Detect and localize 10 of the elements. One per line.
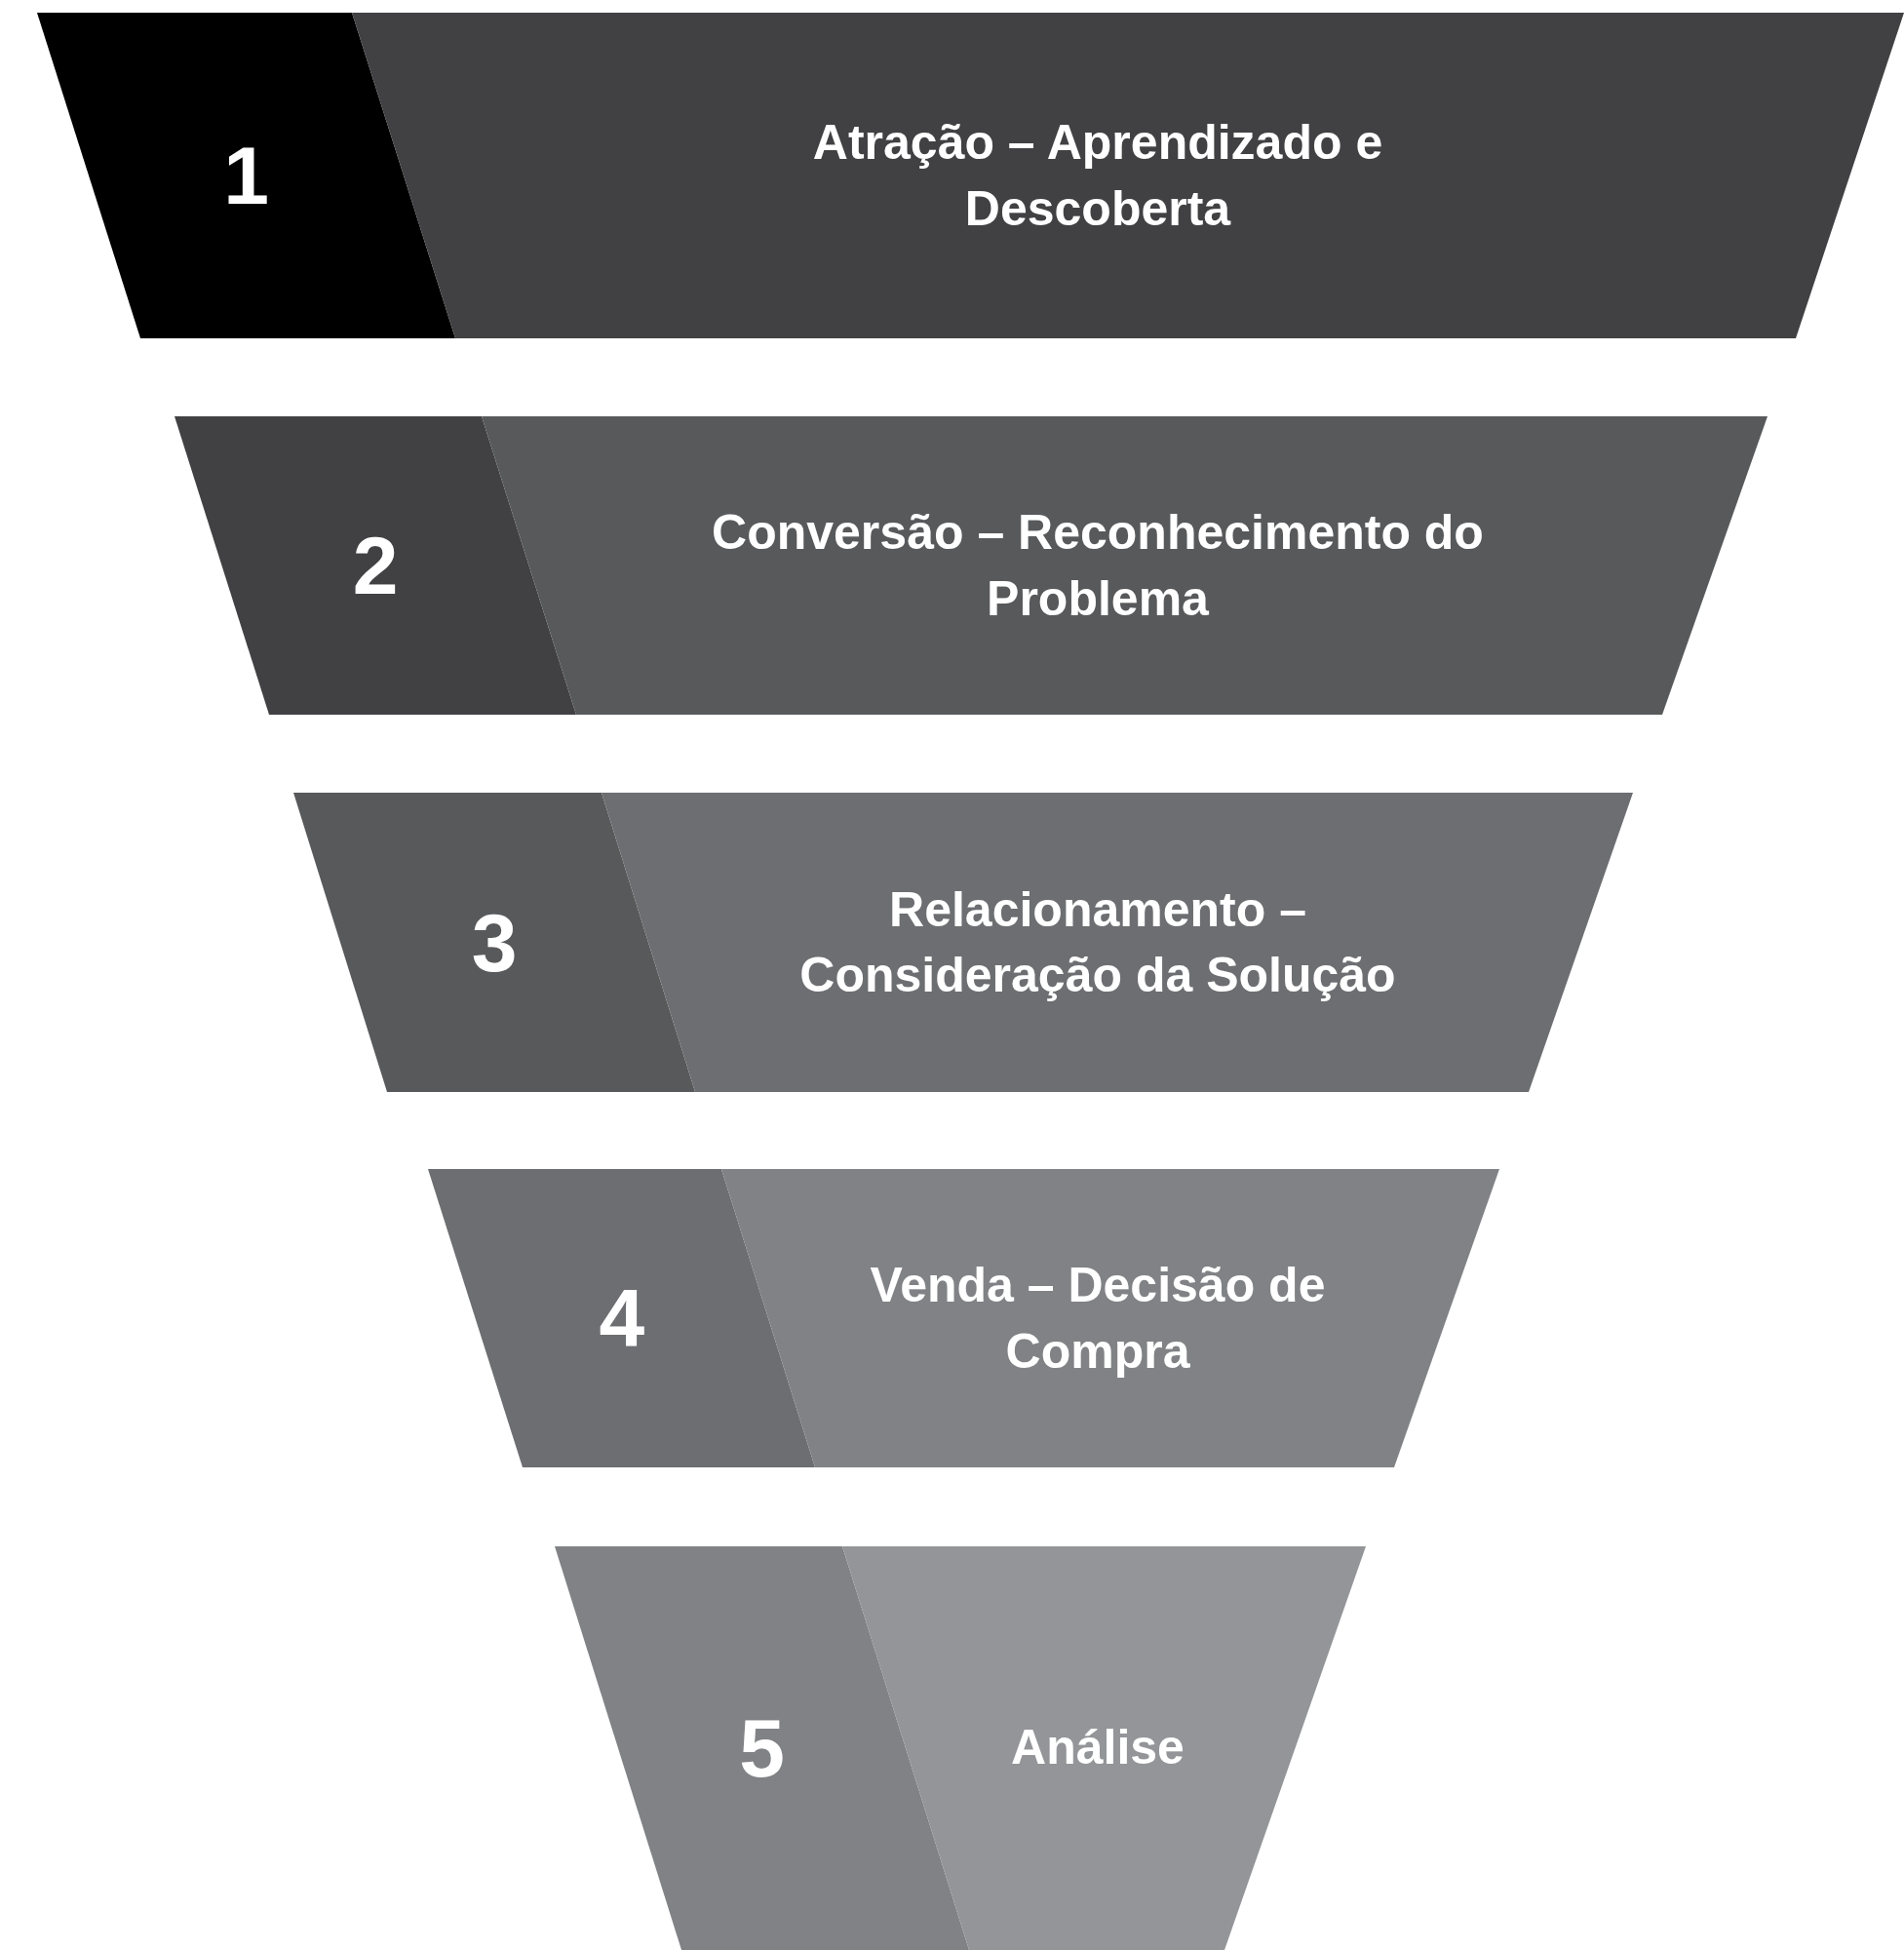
step-number: 5	[739, 1707, 785, 1789]
step-number: 3	[471, 901, 518, 984]
stage-title: Atração – Aprendizado e Descoberta	[811, 113, 1384, 237]
step-number: 1	[223, 135, 269, 216]
stage-title: Venda – Decisão de Compra	[869, 1256, 1327, 1380]
stage-title: Relacionamento – Consideração da Solução	[798, 880, 1397, 1004]
stage-title: Análise	[1010, 1719, 1185, 1777]
step-number: 4	[599, 1277, 645, 1359]
stage-title: Conversão – Reconhecimento do Problema	[711, 503, 1485, 627]
step-number: 2	[352, 525, 399, 606]
